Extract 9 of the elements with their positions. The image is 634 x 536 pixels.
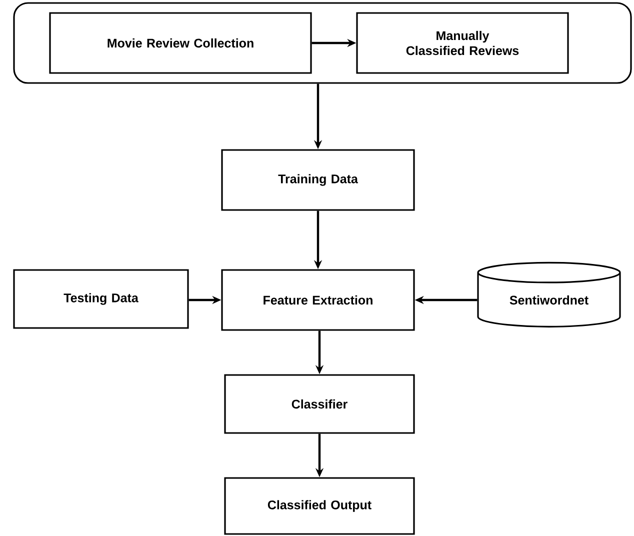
database-cylinder: Sentiwordnet (477, 262, 621, 328)
process-box: Classified Output (224, 477, 415, 535)
process-box: Testing Data (13, 269, 189, 329)
process-box: Feature Extraction (221, 269, 415, 331)
process-box: Classifier (224, 374, 415, 434)
group-box (13, 2, 632, 84)
process-box: Manually Classified Reviews (356, 12, 569, 74)
process-box: Training Data (221, 149, 415, 211)
process-box: Movie Review Collection (49, 12, 312, 74)
